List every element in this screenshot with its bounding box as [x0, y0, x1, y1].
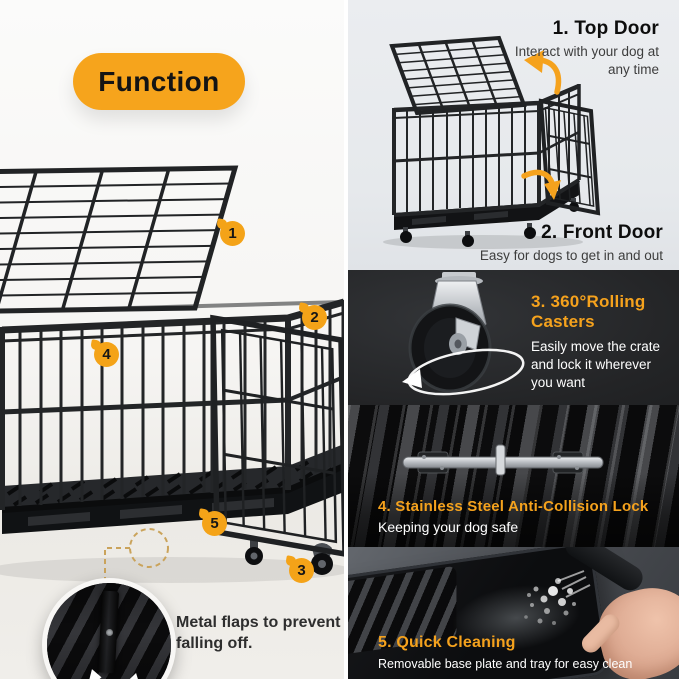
lock-block: 4. Stainless Steel Anti-Collision Lock K…: [378, 498, 648, 536]
top-door-title: 1. Top Door: [552, 18, 659, 39]
front-door-block: 2. Front Door Easy for dogs to get in an…: [480, 222, 663, 265]
callout-badge-4: 4: [94, 342, 119, 367]
casters-block: 3. 360°Rolling Casters Easily move the c…: [531, 292, 676, 392]
lock-title: 4. Stainless Steel Anti-Collision Lock: [378, 497, 649, 515]
front-door-title: 2. Front Door: [541, 222, 663, 243]
badge-number: 3: [297, 562, 306, 579]
cleaning-block: 5. Quick Cleaning Removable base plate a…: [378, 634, 632, 672]
callout-badge-3: 3: [289, 558, 314, 583]
cleaning-desc: Removable base plate and tray for easy c…: [378, 656, 633, 671]
open-top-lid: [0, 168, 235, 312]
casters-desc: Easily move the crate and lock it wherev…: [531, 339, 661, 390]
cleaning-title: 5. Quick Cleaning: [378, 633, 516, 651]
panel-casters: 3. 360°Rolling Casters Easily move the c…: [348, 270, 679, 405]
callout-badge-5: 5: [202, 511, 227, 536]
badge-number: 4: [102, 346, 111, 363]
panel-cleaning: 5. Quick Cleaning Removable base plate a…: [348, 547, 679, 679]
inset-shading: [47, 583, 171, 679]
dog-crate-illustration: [0, 160, 344, 583]
water-spray: [524, 570, 591, 625]
rotation-arrow-icon: [402, 348, 525, 396]
top-door-desc: Interact with your dog at any time: [514, 44, 659, 77]
function-title: Function: [98, 65, 220, 97]
callout-badge-1: 1: [220, 221, 245, 246]
up-arrows-icon: [86, 669, 140, 679]
crate-body: [0, 298, 344, 510]
flap-caption: Metal flaps to prevent falling off.: [176, 614, 341, 653]
badge-number: 2: [310, 309, 319, 326]
callout-badge-2: 2: [302, 305, 327, 330]
flap-screw: [106, 629, 113, 636]
mini-crate-illustration: [383, 16, 610, 249]
front-door-desc: Easy for dogs to get in and out: [479, 248, 663, 263]
main-feature-section: Function 1 2 3 4 5 Metal flaps to preven…: [0, 0, 344, 679]
badge-number: 5: [210, 515, 219, 532]
casters-title: 3. 360°Rolling Casters: [531, 292, 646, 332]
lock-desc: Keeping your dog safe: [378, 518, 519, 535]
mini-open-lid: [392, 38, 524, 113]
panel-doors: 1. Top Door Interact with your dog at an…: [348, 0, 679, 270]
top-door-block: 1. Top Door Interact with your dog at an…: [507, 18, 659, 78]
function-title-pill: Function: [73, 53, 245, 110]
open-front-door: [213, 318, 344, 554]
caster-wheel-photo: [402, 272, 525, 396]
metal-flap-detail-inset: [42, 578, 176, 679]
panel-lock: 4. Stainless Steel Anti-Collision Lock K…: [348, 405, 679, 547]
slide-bolt-lock-photo: [402, 444, 604, 476]
feature-panels: 1. Top Door Interact with your dog at an…: [348, 0, 679, 679]
badge-number: 1: [228, 225, 237, 242]
